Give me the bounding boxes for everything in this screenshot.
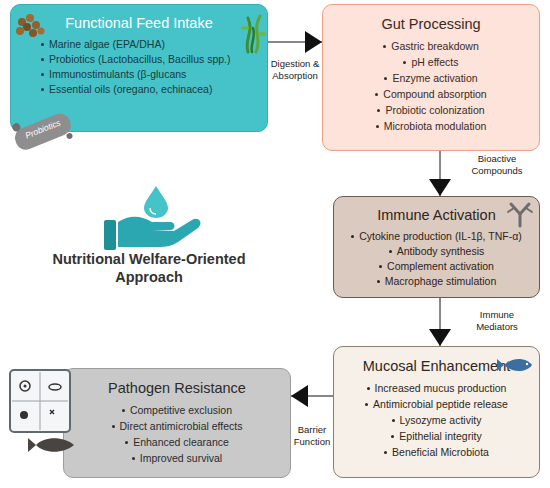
arrow-head <box>305 31 322 53</box>
bullet-dot <box>377 109 380 112</box>
bullet-text: Beneficial Microbiota <box>392 444 489 460</box>
bullet-row: Lysozyme activity <box>392 412 482 428</box>
bullet-row: Enhanced clearance <box>125 434 229 450</box>
process-box: Immune ActivationCytokine production (IL… <box>333 196 540 298</box>
bullet-text: Immunostimulants (β-glucans <box>49 67 186 82</box>
box-title: Gut Processing <box>381 15 480 33</box>
flow-arrow <box>429 298 451 346</box>
bullet-dot <box>379 265 382 268</box>
bullet-row: Antibody synthesis <box>389 244 485 259</box>
bullet-row: Compound absorption <box>375 86 486 102</box>
process-box: Pathogen ResistanceCompetitive exclusion… <box>63 368 291 478</box>
bullet-row: Beneficial Microbiota <box>384 444 489 460</box>
process-box: Functional Feed IntakeMarine algae (EPA/… <box>10 4 268 132</box>
bullet-dot <box>132 457 135 460</box>
bullet-row: Macrophage stimulation <box>377 274 496 289</box>
arrow-head <box>429 179 451 196</box>
bullet-dot <box>112 425 115 428</box>
bullet-dot <box>376 125 379 128</box>
bullet-row: Microbiota modulation <box>376 118 487 134</box>
arrow-line <box>440 151 441 196</box>
bullet-dot <box>41 73 44 76</box>
bullet-text: Probiotic colonization <box>385 102 484 118</box>
bullet-dot <box>389 250 392 253</box>
bullet-text: Macrophage stimulation <box>385 274 496 289</box>
bullet-row: Essential oils (oregano, echinacea) <box>41 82 212 97</box>
bullet-dot <box>365 403 368 406</box>
bullet-dot <box>367 387 370 390</box>
bullet-dot <box>351 235 354 238</box>
bullet-text: Compound absorption <box>383 86 486 102</box>
process-box: Gut ProcessingGastric breakdownpH effect… <box>322 4 540 151</box>
bullet-row: Antimicrobial peptide release <box>365 396 508 412</box>
bullet-text: Competitive exclusion <box>130 402 232 418</box>
edge-label: Digestion & Absorption <box>266 58 324 82</box>
bullet-dot <box>403 61 406 64</box>
bullet-dot <box>41 88 44 91</box>
bullet-row: Cytokine production (IL-1β, TNF-α) <box>351 229 522 244</box>
bullet-dot <box>122 409 125 412</box>
box-title: Immune Activation <box>377 206 495 224</box>
bullet-text: pH effects <box>411 54 458 70</box>
bullet-text: Lysozyme activity <box>400 412 482 428</box>
bullet-text: Probiotics (Lactobacillus, Bacillus spp.… <box>49 52 231 67</box>
edge-label: Barrier Function <box>291 424 333 448</box>
bullet-dot <box>377 280 380 283</box>
bullet-dot <box>375 93 378 96</box>
bullet-dot <box>392 419 395 422</box>
bullet-dot <box>384 451 387 454</box>
bullet-row: Competitive exclusion <box>122 402 232 418</box>
bullet-row: Increased mucus production <box>367 380 507 396</box>
box-title: Functional Feed Intake <box>65 14 213 32</box>
bullet-text: Epithelial integrity <box>399 428 481 444</box>
bullet-row: Immunostimulants (β-glucans <box>41 67 186 82</box>
bullet-text: Enhanced clearance <box>133 434 229 450</box>
bullet-text: Improved survival <box>140 450 222 466</box>
bullet-row: Epithelial integrity <box>391 428 481 444</box>
bullet-text: Cytokine production (IL-1β, TNF-α) <box>359 229 522 244</box>
bullet-text: Gastric breakdown <box>391 38 479 54</box>
bullet-text: Direct antimicrobial effects <box>120 418 243 434</box>
arrow-line <box>440 298 441 346</box>
edge-label: Immune Mediators <box>462 309 532 333</box>
bullet-row: Probiotics (Lactobacillus, Bacillus spp.… <box>41 52 231 67</box>
bullet-dot <box>125 441 128 444</box>
bullet-dot <box>384 77 387 80</box>
arrow-line <box>291 396 333 397</box>
bullet-text: Essential oils (oregano, echinacea) <box>49 82 212 97</box>
flow-arrow <box>268 31 322 53</box>
bullet-row: Gastric breakdown <box>383 38 479 54</box>
bullet-row: Direct antimicrobial effects <box>112 418 243 434</box>
bullet-text: Marine algae (EPA/DHA) <box>49 37 165 52</box>
bullet-text: Antimicrobial peptide release <box>373 396 508 412</box>
bullet-dot <box>41 58 44 61</box>
bullet-row: Enzyme activation <box>384 70 477 86</box>
bullet-dot <box>41 43 44 46</box>
bullet-text: Complement activation <box>387 259 494 274</box>
flow-arrow <box>291 385 333 407</box>
center-label: Nutritional Welfare-Oriented Approach <box>38 250 260 286</box>
bullet-text: Antibody synthesis <box>397 244 485 259</box>
flow-arrow <box>429 151 451 196</box>
box-title: Mucosal Enhancement <box>363 357 511 375</box>
bullet-text: Enzyme activation <box>392 70 477 86</box>
process-box: Mucosal EnhancementIncreased mucus produ… <box>333 346 540 478</box>
bullet-text: Increased mucus production <box>375 380 507 396</box>
bullet-row: pH effects <box>403 54 458 70</box>
bullet-row: Probiotic colonization <box>377 102 484 118</box>
arrow-line <box>268 42 322 43</box>
bullet-row: Marine algae (EPA/DHA) <box>41 37 165 52</box>
caring-hand-icon <box>104 186 200 250</box>
bullet-dot <box>391 435 394 438</box>
bullet-row: Improved survival <box>132 450 222 466</box>
edge-label: Bioactive Compounds <box>462 153 532 177</box>
arrow-head <box>429 329 451 346</box>
bullet-row: Complement activation <box>379 259 494 274</box>
box-title: Pathogen Resistance <box>108 379 246 397</box>
bullet-text: Microbiota modulation <box>384 118 487 134</box>
bullet-dot <box>383 45 386 48</box>
arrow-head <box>291 385 308 407</box>
